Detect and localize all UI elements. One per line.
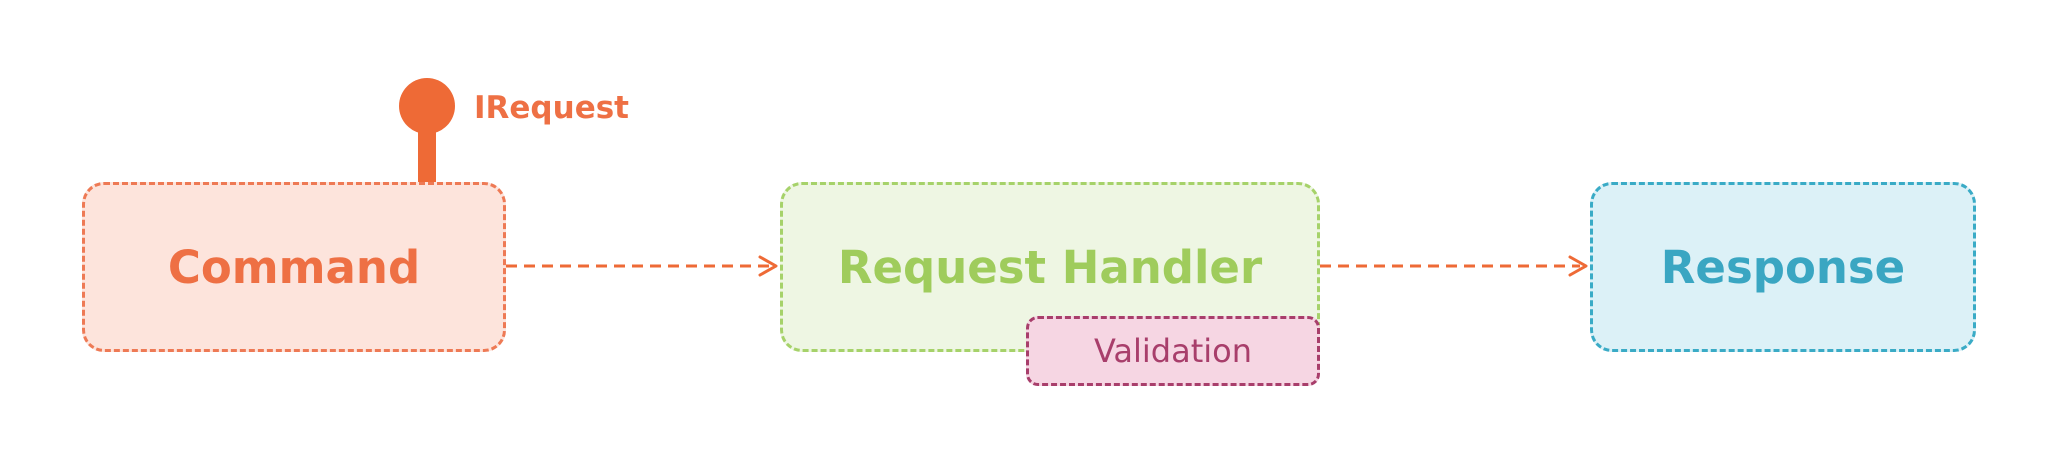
edge-command-to-handler	[506, 255, 778, 277]
request-handler-label: Request Handler	[837, 240, 1263, 294]
validation-label: Validation	[1093, 332, 1252, 370]
response-node: Response	[1590, 182, 1976, 352]
command-label: Command	[167, 240, 421, 294]
response-label: Response	[1660, 240, 1906, 294]
edge-handler-to-response	[1320, 255, 1588, 277]
irequest-label: IRequest	[474, 90, 629, 126]
command-node: Command	[82, 182, 506, 352]
irequest-lollipop-icon	[399, 78, 455, 184]
validation-node: Validation	[1026, 316, 1320, 386]
